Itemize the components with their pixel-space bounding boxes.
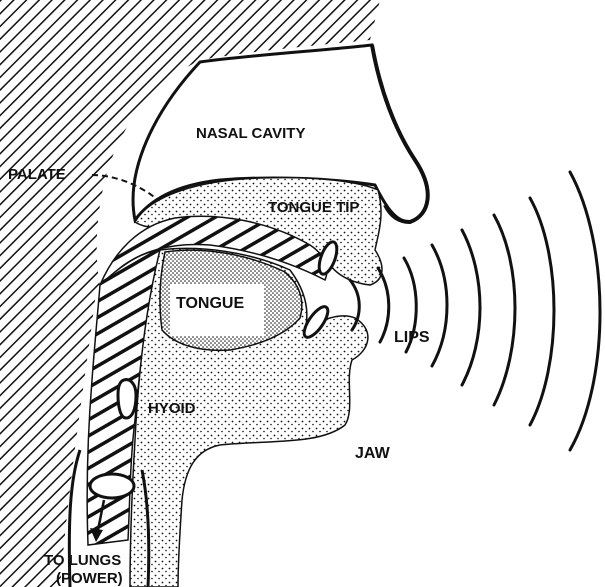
larynx xyxy=(90,474,134,498)
label-power: (POWER) xyxy=(56,570,123,587)
label-tongue-tip: TONGUE TIP xyxy=(268,199,359,216)
sound-wave-8 xyxy=(570,172,600,450)
label-palate: PALATE xyxy=(8,166,66,183)
label-to-lungs: TO LUNGS xyxy=(44,552,121,569)
label-nasal-cavity: NASAL CAVITY xyxy=(196,125,305,142)
sound-wave-5 xyxy=(462,230,480,385)
sound-waves xyxy=(350,172,600,450)
sound-wave-7 xyxy=(530,198,554,425)
label-tongue: TONGUE xyxy=(176,295,244,312)
sound-wave-6 xyxy=(494,215,515,405)
label-hyoid: HYOID xyxy=(148,400,196,417)
label-lips: LIPS xyxy=(394,329,430,346)
hyoid-bone xyxy=(118,380,136,418)
sound-wave-4 xyxy=(432,245,447,366)
label-jaw: JAW xyxy=(355,445,391,462)
